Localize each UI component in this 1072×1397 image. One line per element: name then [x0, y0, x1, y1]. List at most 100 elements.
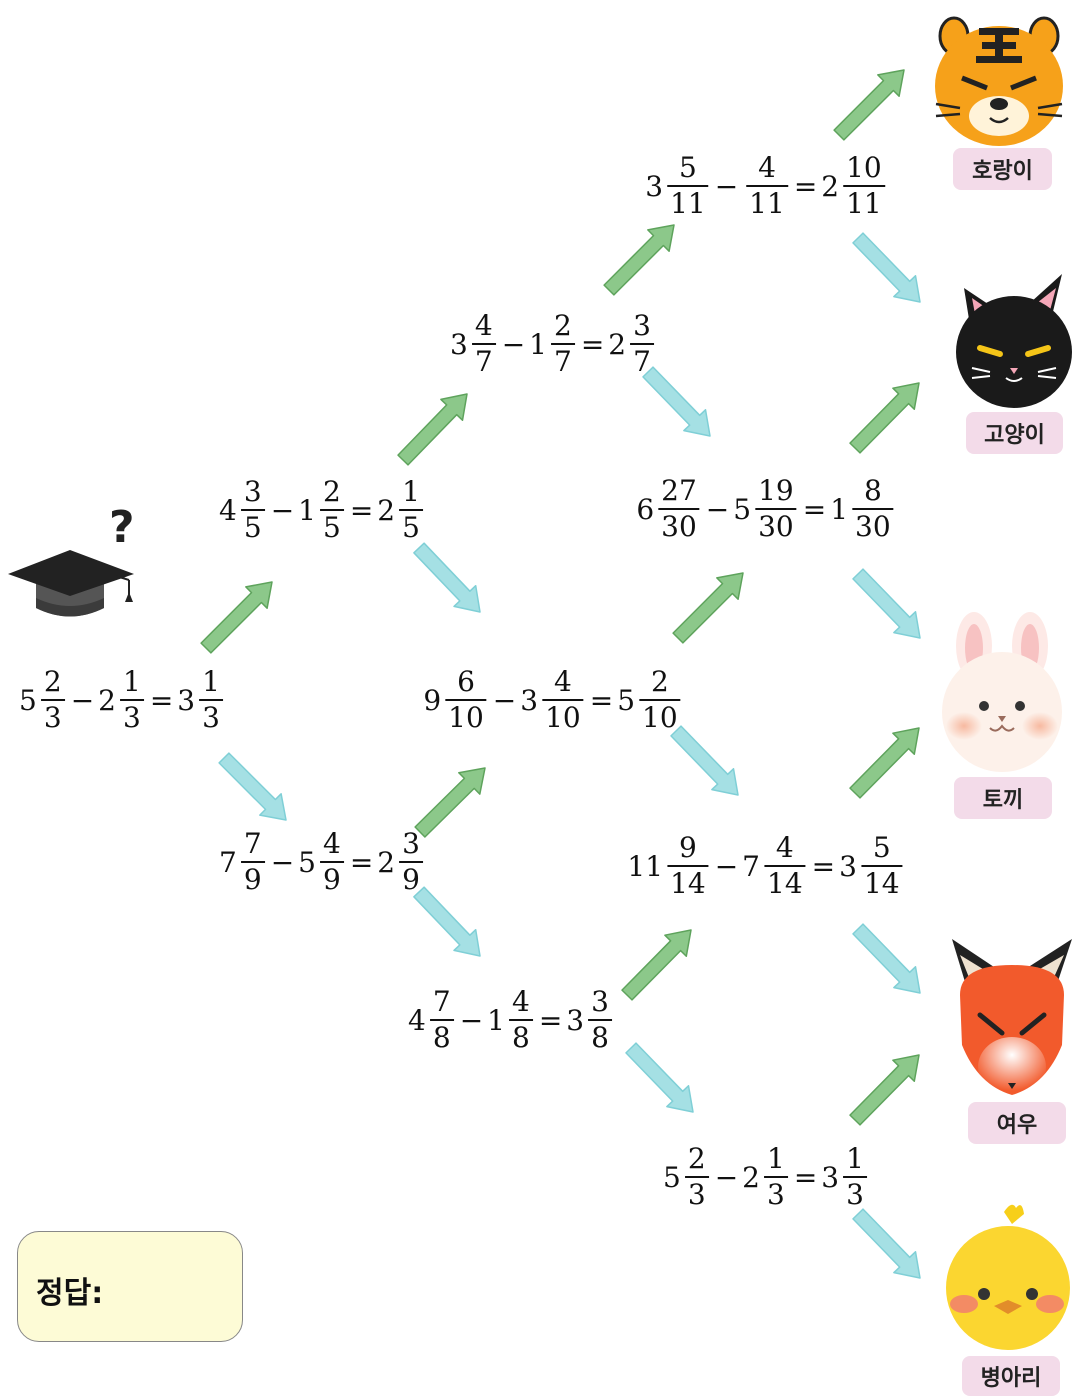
- tiger-face-icon: [935, 16, 1063, 146]
- minus-sign: −: [714, 169, 739, 203]
- fraction-bar: [399, 861, 423, 863]
- numerator: 4: [758, 151, 776, 184]
- whole-part: 5: [663, 1160, 681, 1194]
- equals-sign: =: [149, 683, 174, 717]
- whole-part: 1: [830, 492, 849, 526]
- whole-part: 11: [627, 849, 664, 883]
- fraction-bar: [639, 699, 681, 701]
- denominator: 5: [243, 511, 262, 544]
- denominator: 3: [687, 1178, 706, 1211]
- fraction-bar: [684, 1176, 709, 1178]
- fraction-bar: [445, 699, 487, 701]
- whole-part: 6: [636, 492, 655, 526]
- animal-label-cat: 고양이: [966, 412, 1063, 454]
- denominator: 9: [402, 863, 420, 896]
- fraction-bar: [764, 1176, 788, 1178]
- denominator: 10: [545, 701, 581, 734]
- equals-sign: =: [349, 493, 374, 527]
- denominator: 7: [633, 345, 651, 378]
- numerator: 4: [323, 827, 341, 860]
- whole-part: 5: [19, 683, 37, 717]
- numerator: 2: [554, 309, 572, 342]
- fraction-bar: [658, 508, 700, 510]
- denominator: 9: [243, 863, 262, 896]
- denominator: 10: [642, 701, 678, 734]
- numerator: 1: [846, 1142, 864, 1175]
- minus-sign: −: [501, 327, 526, 361]
- numerator: 4: [512, 985, 530, 1018]
- whole-part: 7: [742, 849, 760, 883]
- arrow-up-right-icon: [849, 382, 920, 454]
- numerator: 3: [591, 985, 609, 1018]
- numerator: 4: [775, 831, 794, 864]
- arrow-up-right-icon: [849, 1054, 920, 1126]
- equals-sign: =: [538, 1003, 563, 1037]
- numerator: 1: [123, 665, 141, 698]
- numerator: 3: [402, 827, 420, 860]
- fox-face-icon: [952, 939, 1072, 1097]
- fraction-bar: [588, 1019, 612, 1021]
- fraction-bar: [755, 508, 797, 510]
- equals-sign: =: [349, 845, 374, 879]
- animal-label-tiger: 호랑이: [953, 148, 1052, 190]
- graduation-cap-icon: ?: [8, 502, 135, 617]
- arrow-up-right-icon: [603, 224, 675, 296]
- denominator: 7: [474, 345, 493, 378]
- denominator: 14: [767, 867, 803, 900]
- answer-label: 정답:: [36, 1276, 104, 1311]
- fraction-bar: [667, 865, 709, 867]
- numerator: 10: [846, 151, 882, 184]
- denominator: 30: [855, 510, 891, 543]
- denominator: 10: [448, 701, 484, 734]
- answer-box[interactable]: 정답:: [17, 1231, 243, 1342]
- denominator: 11: [846, 187, 882, 220]
- numerator: 1: [767, 1142, 785, 1175]
- fraction-bar: [667, 185, 709, 187]
- animal-label-fox: 여우: [968, 1102, 1066, 1144]
- fraction-bar: [240, 509, 265, 511]
- whole-part: 3: [520, 683, 539, 717]
- question-mark: ?: [109, 502, 135, 553]
- whole-part: 3: [177, 683, 196, 717]
- arrow-down-right-icon: [852, 232, 921, 303]
- fraction-bar: [199, 699, 223, 701]
- fraction-bar: [542, 699, 584, 701]
- arrow-down-right-icon: [852, 1208, 921, 1279]
- numerator: 2: [323, 475, 341, 508]
- arrow-down-right-icon: [642, 366, 711, 437]
- numerator: 1: [202, 665, 220, 698]
- whole-part: 3: [821, 1160, 840, 1194]
